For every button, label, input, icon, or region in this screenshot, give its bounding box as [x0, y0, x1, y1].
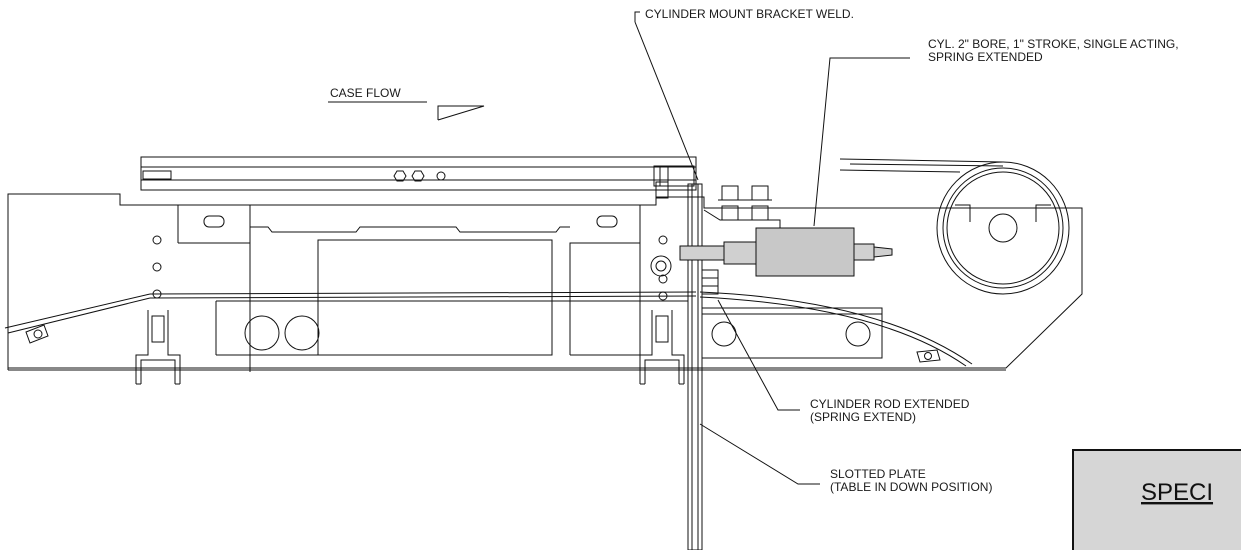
air-cylinder — [679, 227, 893, 277]
case-flow-label: CASE FLOW — [330, 86, 401, 100]
foot-right — [639, 310, 685, 385]
incline-belt — [4, 291, 973, 367]
case-flow-arrow — [328, 101, 485, 121]
top-rail — [140, 156, 697, 199]
main-frame — [7, 193, 1083, 372]
rod-label-line1: CYLINDER ROD EXTENDED — [810, 397, 970, 411]
foot-left — [135, 310, 181, 385]
cylinder-bracket — [701, 185, 781, 295]
end-pulley — [839, 158, 1070, 295]
leader-lines — [634, 11, 910, 485]
plate-label-line1: SLOTTED PLATE — [830, 467, 926, 481]
spec-box-text: SPECI — [1141, 479, 1213, 506]
lower-block — [701, 307, 883, 359]
rod-label-line2: (SPRING EXTEND) — [810, 410, 916, 424]
cylinder-spec-line1: CYL. 2" BORE, 1" STROKE, SINGLE ACTING, — [928, 37, 1179, 51]
bracket-weld-label: CYLINDER MOUNT BRACKET WELD. — [645, 7, 854, 21]
plate-label-line2: (TABLE IN DOWN POSITION) — [830, 480, 992, 494]
slotted-plate — [687, 183, 703, 550]
spec-box: SPECI — [1072, 449, 1241, 550]
cylinder-spec-line2: SPRING EXTENDED — [928, 50, 1043, 64]
